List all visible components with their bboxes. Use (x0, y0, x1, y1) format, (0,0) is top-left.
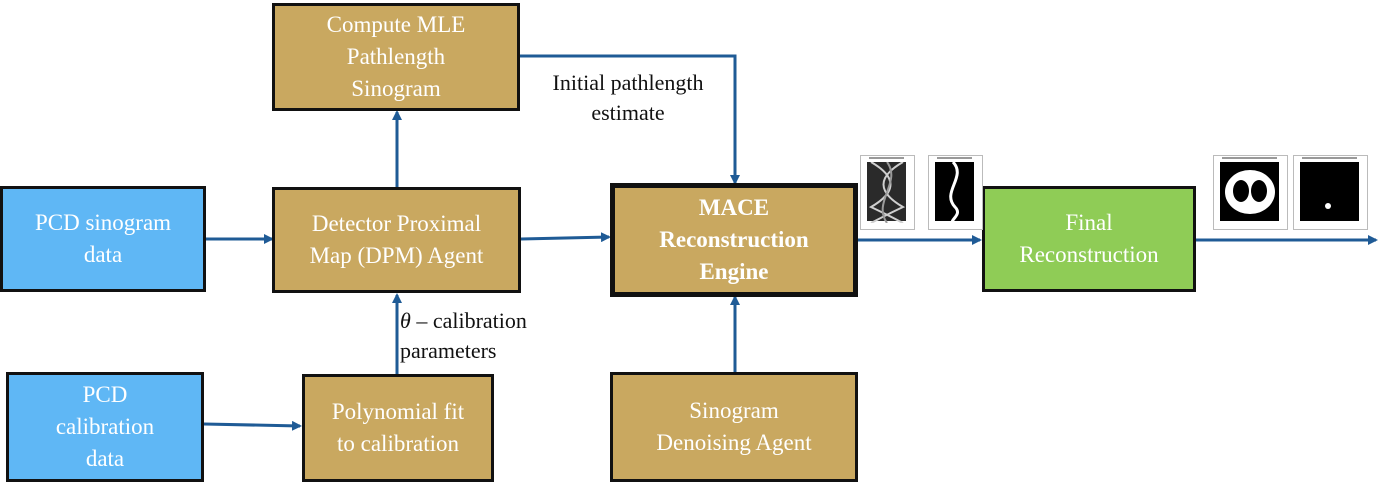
insert-reconstruction-thumbnail (1293, 155, 1368, 230)
denoising-agent-box: Sinogram Denoising Agent (610, 372, 858, 482)
thumbnail-plot (867, 161, 906, 224)
sinogram-thumbnail (860, 155, 915, 230)
thumbnail-plot (1300, 162, 1359, 221)
phantom-pattern (1225, 170, 1275, 214)
thumbnail-title-bar (869, 157, 904, 159)
calibration-parameters-label: θ – calibration parameters (400, 306, 570, 366)
dpm-agent-box: Detector Proximal Map (DPM) Agent (272, 187, 521, 293)
initial-pathlength-label: Initial pathlength estimate (552, 70, 704, 125)
calibration-parameters-text: – calibration parameters (400, 308, 527, 363)
thumbnail-plot (1220, 162, 1279, 221)
pathlength-thumbnail (928, 155, 983, 230)
arrow-mle-to-mace (520, 54, 740, 185)
thumbnail-title-bar (1302, 157, 1357, 159)
arrow-dpm-to-mace (520, 232, 611, 243)
final-reconstruction-box: Final Reconstruction (982, 186, 1196, 292)
phantom-reconstruction-thumbnail (1213, 155, 1288, 230)
sinogram-pattern (868, 161, 906, 224)
thumbnail-title-bar (1222, 157, 1277, 159)
mace-engine-box: MACE Reconstruction Engine (610, 183, 858, 297)
polynomial-fit-box: Polynomial fit to calibration (302, 374, 494, 482)
pathlength-pattern (949, 160, 959, 225)
compute-mle-box: Compute MLE Pathlength Sinogram (272, 3, 520, 111)
pcd-sinogram-data-box: PCD sinogram data (0, 186, 206, 292)
theta-symbol: θ (400, 308, 411, 333)
thumbnail-plot (935, 160, 974, 225)
thumbnail-title-bar (937, 157, 972, 159)
arrow-calibration-to-poly (203, 420, 302, 431)
pcd-calibration-data-box: PCD calibration data (6, 372, 204, 482)
insert-pattern (1325, 203, 1331, 209)
